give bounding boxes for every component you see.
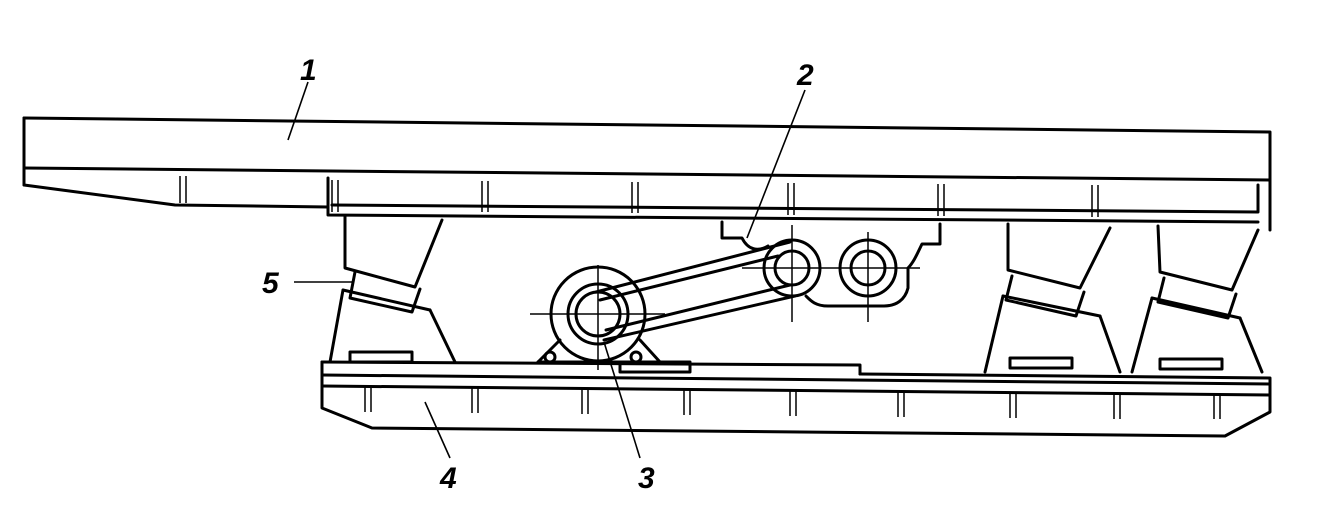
callout-1: 1 <box>300 54 317 87</box>
drive-bracket <box>720 220 942 322</box>
top-trough <box>22 116 1272 232</box>
callout-4: 4 <box>439 462 457 495</box>
crank-eccentric <box>530 265 692 374</box>
callout-5: 5 <box>262 267 280 300</box>
spring-support-middle-right <box>983 222 1122 374</box>
connecting-rod <box>594 240 797 342</box>
callout-2: 2 <box>796 59 814 92</box>
leader-lines <box>287 81 806 459</box>
spring-support-right <box>1130 224 1264 374</box>
spring-support-left <box>328 214 457 364</box>
callout-3: 3 <box>638 462 655 495</box>
base-frame <box>320 350 1272 438</box>
